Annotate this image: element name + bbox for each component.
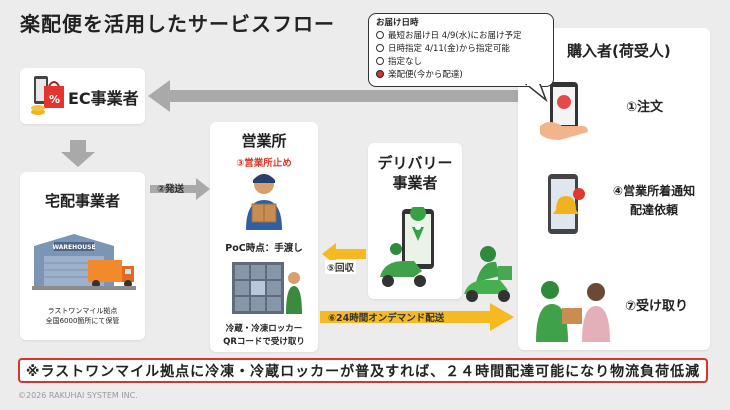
collect-arrow — [322, 243, 366, 265]
shop-phone-icon: % — [31, 76, 64, 115]
delivery-options-popup: お届け日時 最短お届け日 4/9(水)にお届け予定 日時指定 4/11(金)から… — [368, 13, 554, 87]
copyright: ©2026 RAKUHAI SYSTEM INC. — [18, 391, 138, 400]
popup-tail — [524, 84, 548, 102]
courier-card: 宅配事業者 WAREHOUSE ラストワンマイル拠点 全国6000箇所にて保管 — [20, 172, 145, 340]
ship-label: ②発送 — [157, 184, 185, 195]
radio-icon — [376, 30, 384, 39]
notification-phone-icon — [548, 174, 585, 234]
page-title: 楽配便を活用したサービスフロー — [20, 12, 335, 36]
delivery-option-label: 最短お届け日 4/9(水)にお届け予定 — [388, 30, 522, 41]
staff-with-box-icon — [246, 174, 282, 230]
buyer-step-request: 配達依頼 — [629, 203, 678, 217]
buyer-notify-label: ④営業所着通知 配達依頼 — [598, 182, 710, 220]
locker-caption: 冷蔵・冷凍ロッカー QRコードで受け取り — [210, 323, 318, 349]
courier-caption-line-1: ラストワンマイル拠点 — [47, 307, 118, 315]
handover-people-icon — [536, 281, 610, 342]
radio-selected-icon — [376, 69, 384, 78]
ec-card: % EC事業者 — [20, 68, 145, 124]
on-demand-arrow — [320, 303, 514, 331]
order-phone-hand-icon — [540, 82, 588, 140]
ec-label: EC事業者 — [68, 89, 139, 108]
delivery-option-date-specified[interactable]: 日時指定 4/11(金)から指定可能 — [376, 41, 546, 54]
locker-caption-line-2: QRコードで受け取り — [223, 337, 305, 347]
scooter-rider-icon — [464, 246, 512, 302]
delivery-label: デリバリー 事業者 — [368, 153, 462, 193]
ec-to-courier-arrow — [61, 140, 95, 167]
delivery-card: デリバリー 事業者 — [368, 143, 462, 299]
courier-caption: ラストワンマイル拠点 全国6000箇所にて保管 — [20, 306, 145, 326]
office-poc-label: PoC時点：手渡し — [225, 243, 303, 254]
buyer-step-receive: ⑦受け取り — [625, 299, 689, 314]
courier-label: 宅配事業者 — [44, 192, 120, 210]
buyer-label: 購入者(荷受人) — [567, 42, 671, 60]
delivery-label-line-2: 事業者 — [392, 174, 438, 192]
buyer-step-order: ①注文 — [626, 100, 664, 115]
locker-icon — [232, 262, 302, 314]
warehouse-truck-icon: WAREHOUSE — [32, 234, 136, 290]
delivery-option-label: 日時指定 4/11(金)から指定可能 — [388, 43, 510, 54]
office-card: 営業所 ③営業所止め PoC時点：手渡し 冷蔵・冷凍ロッカー QRコードで受け取… — [210, 122, 318, 352]
delivery-option-rakuhai[interactable]: 楽配便(今から配達) — [376, 67, 546, 80]
on-demand-label: ⑥24時間オンデマンド配送 — [328, 313, 445, 324]
delivery-option-label: 楽配便(今から配達) — [388, 69, 463, 80]
delivery-label-line-1: デリバリー — [377, 154, 453, 172]
locker-caption-line-1: 冷蔵・冷凍ロッカー — [225, 324, 303, 334]
delivery-option-label: 指定なし — [388, 56, 423, 67]
collect-label: ⑤回収 — [325, 260, 357, 274]
warehouse-sign: WAREHOUSE — [52, 244, 95, 251]
delivery-option-earliest[interactable]: 最短お届け日 4/9(水)にお届け予定 — [376, 28, 546, 41]
radio-icon — [376, 56, 384, 65]
delivery-options-header: お届け日時 — [376, 18, 419, 28]
delivery-option-none[interactable]: 指定なし — [376, 54, 546, 67]
summary-banner: ※ラストワンマイル拠点に冷凍・冷蔵ロッカーが普及すれば、２４時間配達可能になり物… — [18, 358, 708, 383]
office-label: 営業所 — [241, 132, 287, 150]
buyer-step-notify: ④営業所着通知 — [612, 184, 696, 198]
svg-text:%: % — [49, 93, 60, 106]
radio-icon — [376, 43, 384, 52]
ship-arrow — [150, 178, 210, 200]
order-arrow — [148, 80, 524, 112]
courier-caption-line-2: 全国6000箇所にて保管 — [45, 317, 120, 325]
delivery-phone-scooter-icon — [380, 207, 434, 287]
office-sub-label: ③営業所止め — [236, 158, 292, 169]
